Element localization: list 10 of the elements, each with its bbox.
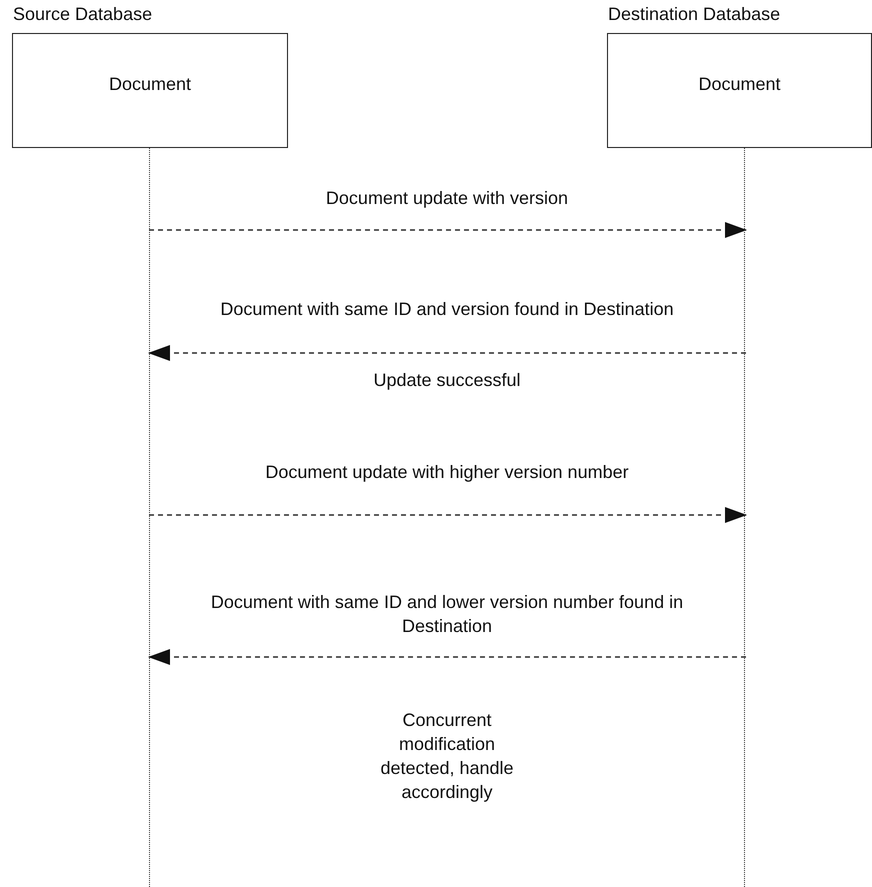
participant-label: Document — [108, 74, 192, 95]
message-arrow — [149, 507, 747, 523]
lifeline — [149, 148, 153, 887]
participant-title: Destination Database — [608, 4, 780, 25]
participant-title: Source Database — [13, 4, 152, 25]
lifeline — [744, 148, 748, 887]
participant-label: Document — [697, 74, 782, 95]
message-arrow — [148, 649, 746, 665]
message-arrow — [148, 345, 746, 361]
message-arrow — [149, 222, 747, 238]
